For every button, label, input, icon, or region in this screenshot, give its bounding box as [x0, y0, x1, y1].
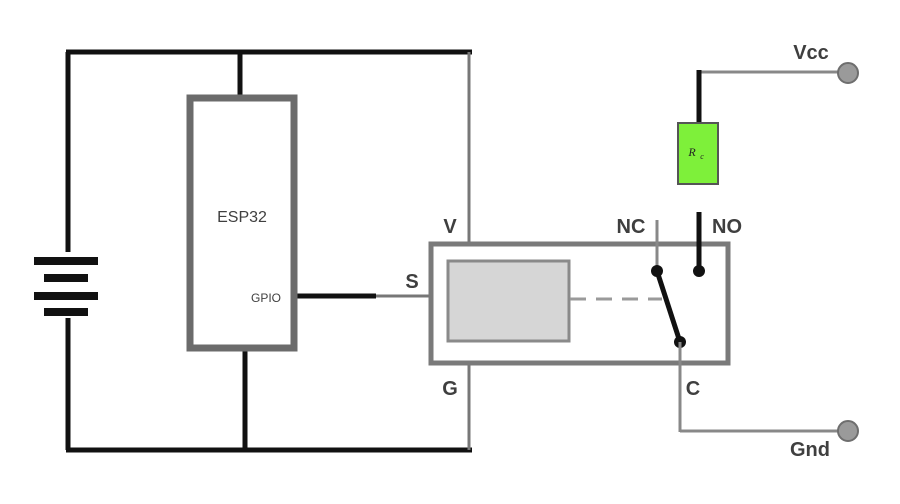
- vcc-label: Vcc: [793, 42, 829, 64]
- pin-labels: V S G NC NO C Vcc Gnd: [405, 42, 830, 461]
- battery-plate-3: [34, 292, 98, 300]
- vcc-terminal: [837, 62, 859, 84]
- no-label: NO: [712, 216, 742, 238]
- load-resistor: [677, 122, 719, 185]
- esp32-outline: [186, 94, 298, 352]
- gpio-pin-label: GPIO: [251, 291, 281, 305]
- no-contact-point: [693, 265, 705, 277]
- relay-module: [428, 212, 731, 432]
- battery-symbol: [34, 52, 98, 450]
- resistor-subscript-label: c: [700, 152, 704, 161]
- resistor-symbol-label: R: [687, 145, 696, 159]
- switch-arm: [654, 270, 683, 343]
- battery-plate-2: [44, 274, 88, 282]
- c-label: C: [686, 378, 700, 400]
- load-circuit: R c: [677, 62, 859, 442]
- g-pin-label: G: [442, 378, 458, 400]
- relay-coil: [446, 259, 571, 343]
- gnd-label: Gnd: [790, 439, 830, 461]
- supply-wires: [66, 49, 472, 453]
- esp32-label: ESP32: [217, 209, 267, 226]
- gnd-terminal: [837, 420, 859, 442]
- battery-plate-4: [44, 308, 88, 316]
- v-pin-label: V: [443, 216, 457, 238]
- nc-label: NC: [617, 216, 646, 238]
- esp32-board: ESP32 GPIO: [186, 94, 298, 352]
- s-pin-label: S: [405, 271, 418, 293]
- battery-plate-1: [34, 257, 98, 265]
